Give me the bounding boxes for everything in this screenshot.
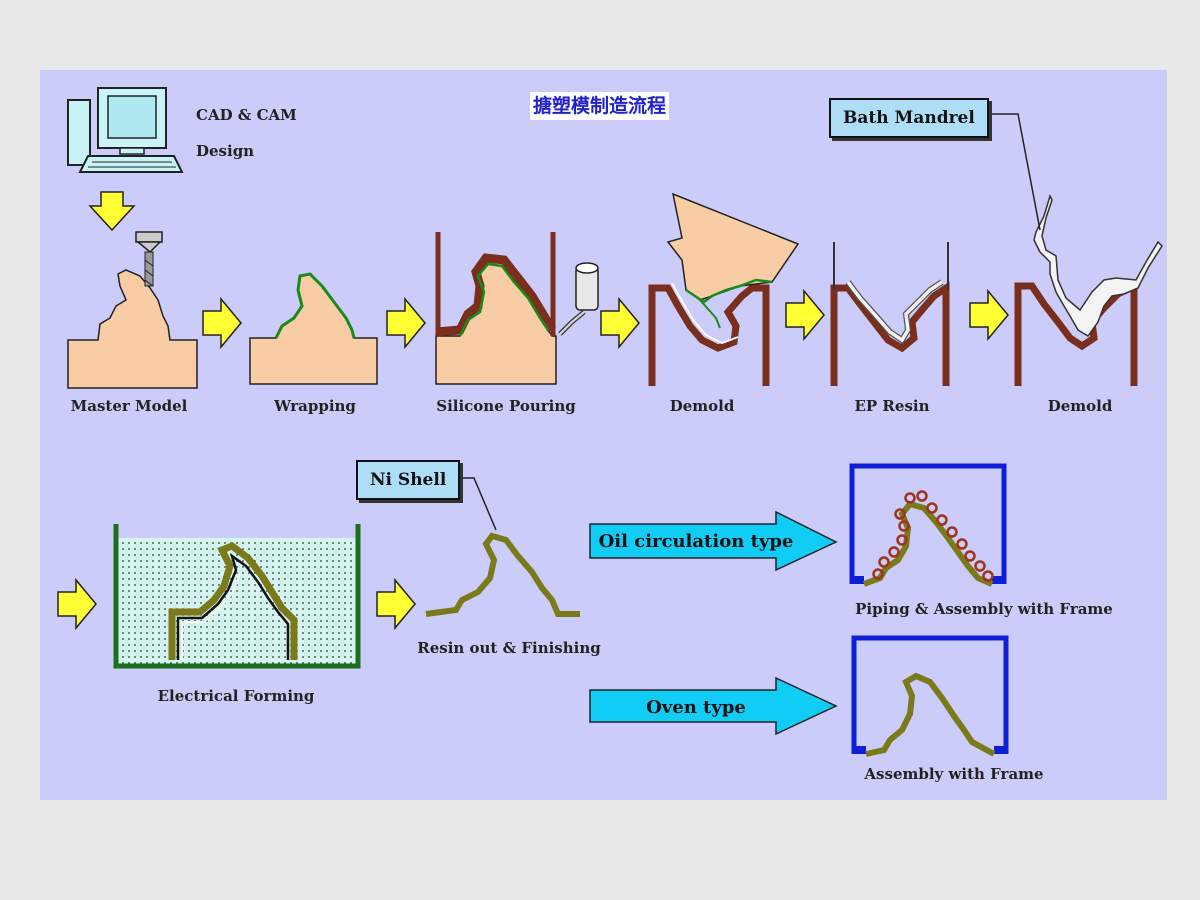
page-title: 搪塑模制造流程 xyxy=(530,92,670,120)
oil-type-arrow-icon xyxy=(589,510,838,572)
down-arrow-icon xyxy=(88,191,136,232)
step-arrow-icon xyxy=(376,577,416,631)
bath-mandrel-callout: Bath Mandrel xyxy=(829,98,989,138)
step-arrow-icon xyxy=(202,296,242,350)
step-label-demold-2: Demold xyxy=(1047,397,1113,415)
frame-with-piping xyxy=(849,463,1007,587)
step-arrow-icon xyxy=(57,577,97,631)
diagram-panel xyxy=(40,70,1167,800)
step-arrow-icon xyxy=(969,288,1009,342)
pipe-ring xyxy=(872,568,884,580)
pipe-ring xyxy=(936,514,948,526)
frame-oven xyxy=(851,635,1009,757)
demold-shape-2 xyxy=(1014,193,1163,386)
pipe-ring xyxy=(916,490,928,502)
demold-shape-1 xyxy=(648,192,800,386)
pipe-ring xyxy=(956,538,968,550)
design-label-line1: CAD & CAM xyxy=(196,106,297,124)
pipe-ring xyxy=(964,550,976,562)
pipe-ring xyxy=(982,570,994,582)
oven-type-arrow-icon xyxy=(589,676,838,736)
master-model-shape xyxy=(67,231,198,389)
pipe-ring xyxy=(894,508,906,520)
pipe-rings xyxy=(872,490,994,582)
oven-type-label: Oven type xyxy=(646,697,746,718)
step-label-silicone-pouring: Silicone Pouring xyxy=(436,397,576,415)
pipe-ring xyxy=(898,520,910,532)
step-label-resin-out: Resin out & Finishing xyxy=(417,639,601,657)
computer-icon xyxy=(67,87,184,173)
step-label-wrapping: Wrapping xyxy=(274,397,356,415)
ni-shell-shape xyxy=(425,532,580,617)
pipe-ring xyxy=(926,502,938,514)
step-arrow-icon xyxy=(386,296,426,350)
pipe-ring xyxy=(946,526,958,538)
design-label-line2: Design xyxy=(196,142,255,160)
pipe-ring xyxy=(896,534,908,546)
electroforming-tank xyxy=(113,524,361,669)
pipe-ring xyxy=(888,546,900,558)
step-arrow-icon xyxy=(600,296,640,350)
step-arrow-icon xyxy=(785,288,825,342)
ni-shell-callout: Ni Shell xyxy=(356,460,461,500)
wrapping-shape xyxy=(249,272,378,385)
step-label-electrical-forming: Electrical Forming xyxy=(157,687,315,705)
step-label-piping-assembly: Piping & Assembly with Frame xyxy=(855,600,1113,618)
oil-circulation-type-label: Oil circulation type xyxy=(598,531,794,552)
bath-mandrel-leader xyxy=(990,113,1041,231)
step-label-ep-resin: EP Resin xyxy=(854,397,930,415)
pipe-ring xyxy=(974,560,986,572)
ni-shell-leader xyxy=(458,477,497,531)
silicone-pouring-shape xyxy=(435,232,599,385)
pipe-ring xyxy=(904,492,916,504)
ep-resin-shape xyxy=(830,242,950,386)
step-label-demold-1: Demold xyxy=(669,397,735,415)
step-label-master-model: Master Model xyxy=(70,397,188,415)
pipe-ring xyxy=(878,556,890,568)
step-label-assembly-frame: Assembly with Frame xyxy=(864,765,1044,783)
